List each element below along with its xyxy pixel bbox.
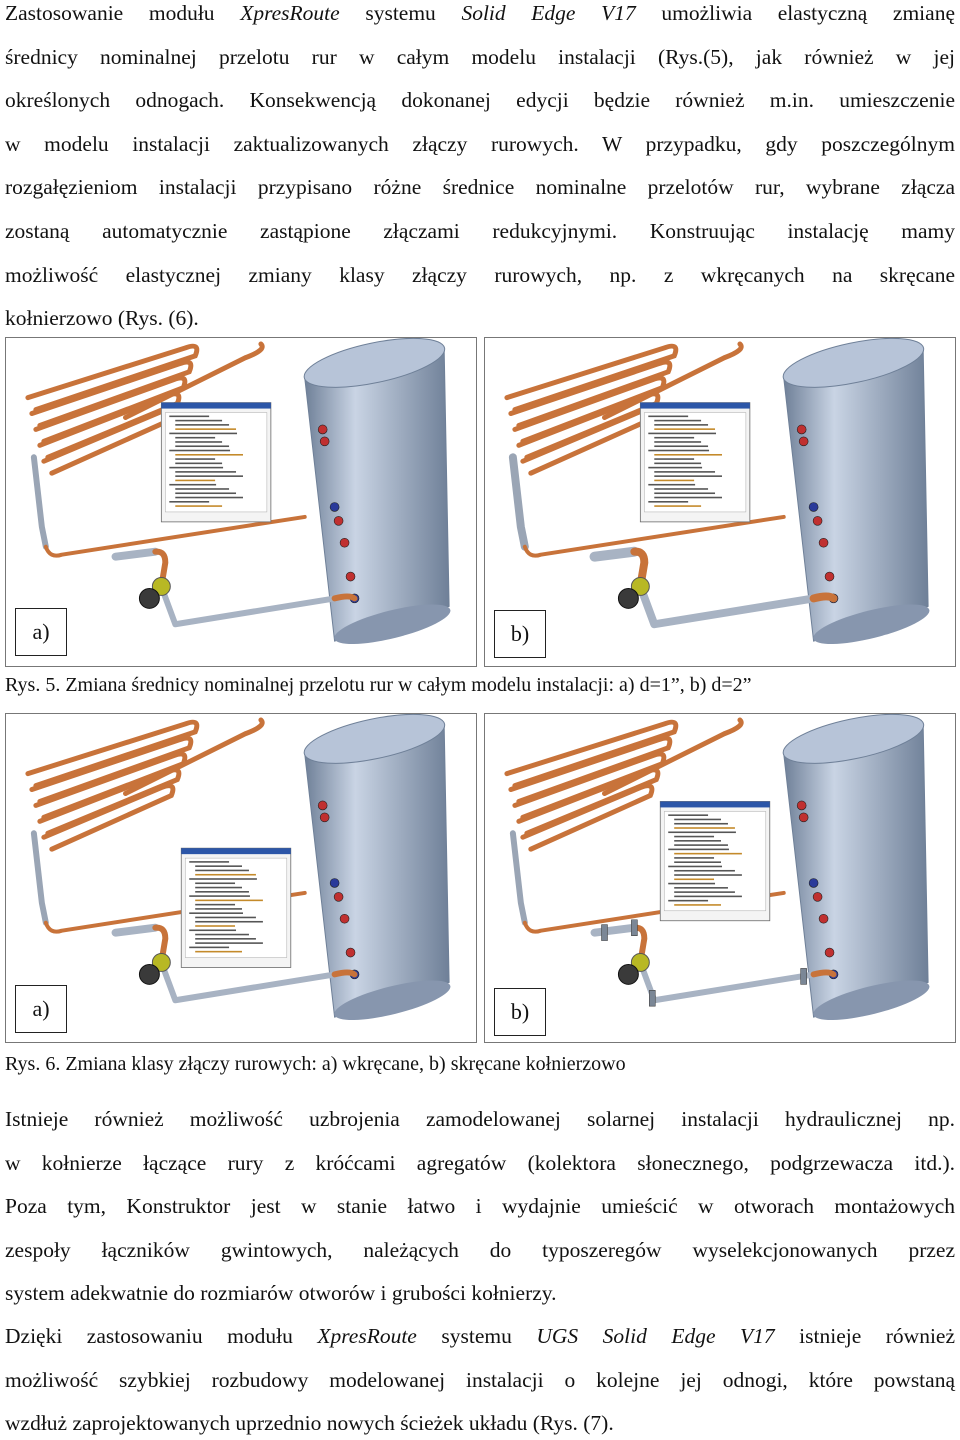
tank-port-icon (812, 516, 823, 526)
storage-tank (782, 338, 930, 645)
text-line: w modelu instalacji zaktualizowanych złą… (5, 131, 955, 156)
valve-icon (151, 577, 171, 596)
flange-icon (649, 990, 656, 1007)
text-line: kołnierzowo (Rys. (6). (5, 306, 199, 331)
tank-port-icon (345, 571, 356, 582)
pump-icon (617, 587, 639, 609)
valve-icon (630, 577, 650, 596)
tank-port-icon (818, 913, 829, 924)
text-line: w kołnierze łączące rury z króćcami agre… (5, 1150, 955, 1175)
figure-5b (484, 337, 956, 667)
piping (509, 830, 837, 1007)
text-line: możliwość szybkiej rozbudowy modelowanej… (5, 1367, 955, 1392)
flange-icon (601, 924, 608, 941)
feature-tree-window (180, 847, 292, 968)
pump-icon (617, 963, 639, 985)
text-line: określonych odnogach. Konsekwencją dokon… (5, 88, 955, 113)
text-line: Dzięki zastosowaniu modułu XpresRoute sy… (5, 1324, 955, 1348)
feature-tree-window (659, 801, 771, 922)
tank-port-icon (319, 436, 330, 447)
cad-render (25, 714, 451, 1021)
figure-5b-label: b) (494, 610, 546, 658)
body-paragraph-2: Istnieje również możliwość uzbrojenia za… (5, 1098, 955, 1316)
tank-port-icon (339, 913, 350, 924)
body-paragraph-3: Dzięki zastosowaniu modułu XpresRoute sy… (5, 1315, 955, 1440)
tank-port-icon (808, 502, 819, 512)
italic-term: XpresRoute (240, 1, 340, 25)
text-line: zespoły łączników gwintowych, należących… (5, 1237, 955, 1262)
text-line: Zastosowanie modułu XpresRoute systemu S… (5, 1, 955, 25)
piping (508, 453, 838, 629)
text-line: Istnieje również możliwość uzbrojenia za… (5, 1107, 955, 1131)
solar-collector-coil (25, 717, 265, 852)
valve-icon (151, 953, 171, 972)
piping (30, 830, 358, 1004)
cad-render (504, 714, 930, 1021)
tank-port-icon (798, 436, 809, 447)
storage-tank (782, 714, 930, 1021)
tank-port-icon (317, 800, 328, 811)
text-line: średnicy nominalnej przelotu rur w całym… (5, 44, 955, 69)
tank-port-icon (796, 424, 807, 435)
tank-port-icon (808, 878, 819, 888)
tank-port-icon (319, 812, 330, 823)
figure-6b (484, 713, 956, 1043)
text-line: rozgałęzieniom instalacji przypisano róż… (5, 175, 955, 200)
feature-tree-window (160, 402, 272, 523)
pump-icon (138, 963, 160, 985)
figure-6-caption: Rys. 6. Zmiana klasy złączy rurowych: a)… (5, 1053, 626, 1075)
figure-5-caption: Rys. 5. Zmiana średnicy nominalnej przel… (5, 674, 752, 696)
intro-paragraph: Zastosowanie modułu XpresRoute systemu S… (5, 0, 955, 341)
tank-port-icon (345, 947, 356, 958)
valve-icon (630, 953, 650, 972)
tank-port-icon (329, 878, 340, 888)
solar-collector-coil (504, 717, 744, 852)
tank-port-icon (329, 502, 340, 512)
storage-tank (303, 338, 451, 645)
pump-icon (138, 587, 160, 609)
italic-term: XpresRoute (317, 1324, 417, 1348)
flange-icon (631, 919, 638, 936)
italic-term: UGS Solid Edge V17 (536, 1324, 775, 1348)
storage-tank (303, 714, 451, 1021)
tank-port-icon (812, 892, 823, 902)
text-line: system adekwatnie do rozmiarów otworów i… (5, 1281, 557, 1306)
tank-port-icon (339, 537, 350, 548)
cad-render (504, 338, 930, 645)
figure-6a (5, 713, 477, 1043)
tank-port-icon (824, 947, 835, 958)
figure-5a-label: a) (15, 608, 67, 656)
italic-term: Solid Edge V17 (461, 1, 636, 25)
tank-port-icon (796, 800, 807, 811)
piping (30, 454, 358, 628)
figure-6a-label: a) (15, 985, 67, 1033)
flange-icon (800, 968, 807, 985)
figure-5a (5, 337, 477, 667)
tank-port-icon (824, 571, 835, 582)
cad-render (25, 338, 451, 645)
figure-6b-label: b) (494, 988, 546, 1036)
text-line: wzdłuż zaprojektowanych uprzednio nowych… (5, 1411, 614, 1436)
tank-port-icon (317, 424, 328, 435)
tank-port-icon (333, 516, 344, 526)
tank-port-icon (818, 537, 829, 548)
tank-port-icon (798, 812, 809, 823)
text-line: Poza tym, Konstruktor jest w stanie łatw… (5, 1194, 955, 1219)
tank-port-icon (333, 892, 344, 902)
feature-tree-window (639, 402, 751, 523)
text-line: zostaną automatycznie zastąpione złączam… (5, 218, 955, 243)
text-line: możliwość elastycznej zmiany klasy złącz… (5, 262, 955, 287)
